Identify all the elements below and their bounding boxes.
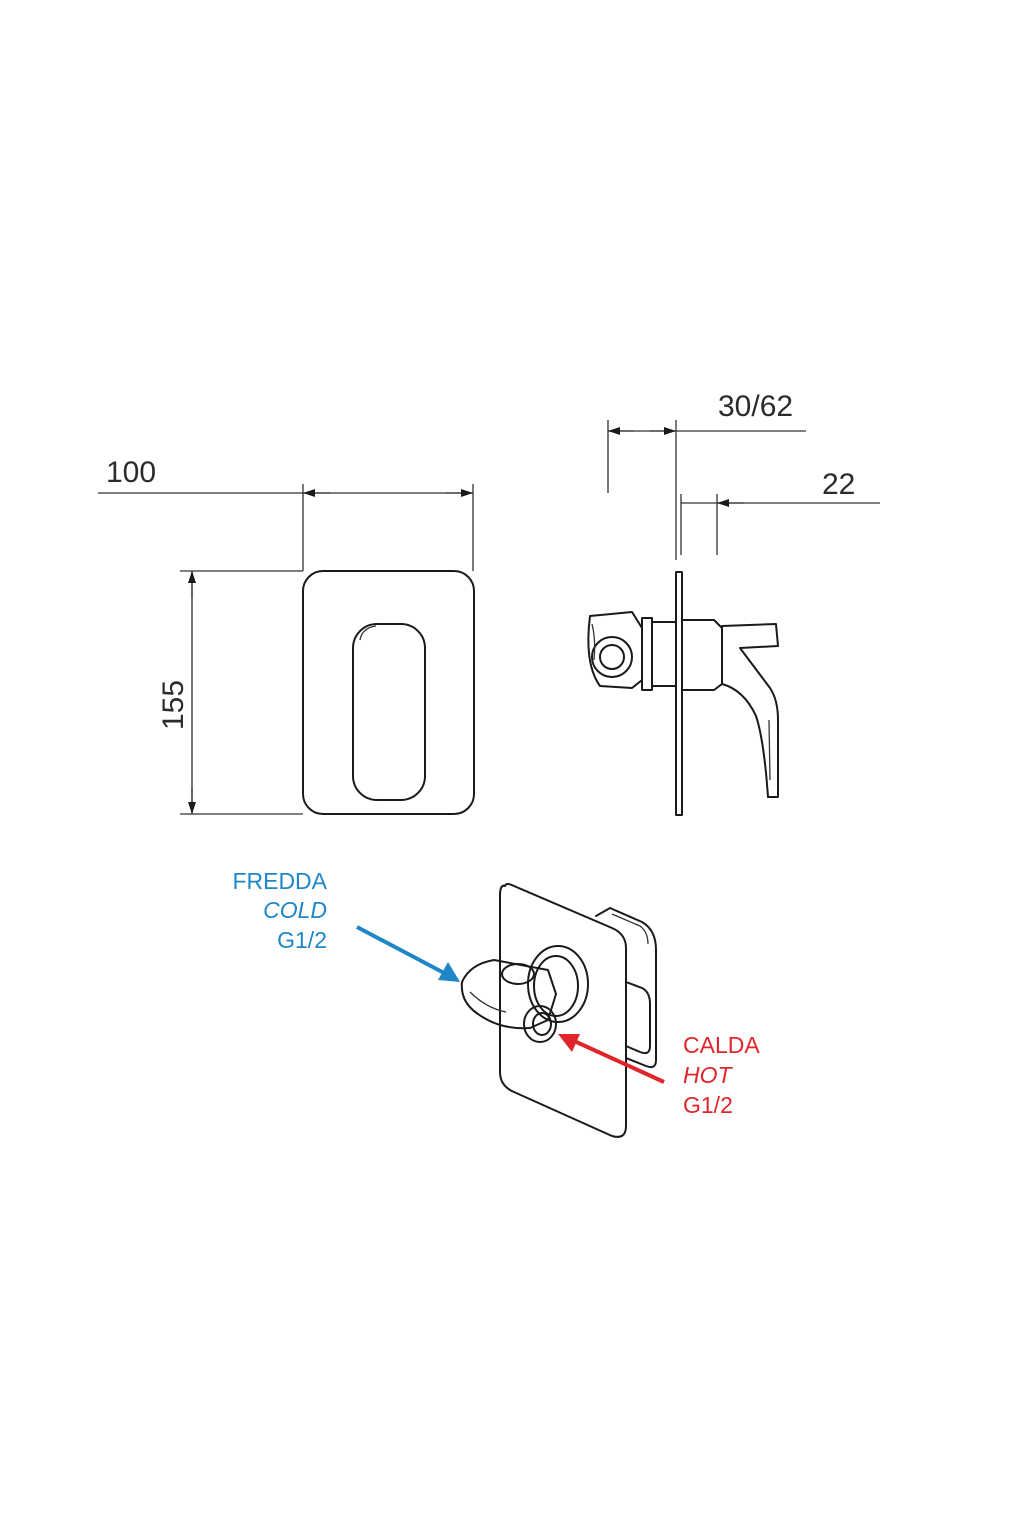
height-dimension-label: 155 — [157, 680, 190, 730]
side-lever-handle — [721, 623, 779, 798]
front-lever-handle — [352, 623, 426, 801]
depth-dimension-label: 30/62 — [718, 390, 793, 423]
hot-thread-size: G1/2 — [683, 1092, 733, 1118]
iso-hot-port — [523, 1005, 557, 1043]
width-dimension-label: 100 — [106, 456, 156, 489]
side-cover-plate — [675, 571, 683, 816]
iso-cover-plate — [499, 883, 627, 1138]
hot-arrow — [571, 1038, 665, 1084]
hot-label-italian: CALDA — [683, 1032, 760, 1058]
iso-inlet-connector — [460, 959, 557, 1043]
cold-label-italian: FREDDA — [232, 868, 327, 894]
cold-inlet-callout: FREDDA COLD G1/2 — [232, 868, 460, 982]
side-view — [587, 571, 779, 816]
cold-label-english: COLD — [263, 897, 327, 923]
iso-lever-handle — [595, 907, 657, 1069]
width-dimension: 100 — [98, 456, 474, 571]
cold-thread-size: G1/2 — [277, 927, 327, 953]
side-inlet-connector — [587, 611, 643, 689]
offset-dimension: 22 — [680, 468, 880, 555]
hot-inlet-callout: CALDA HOT G1/2 — [558, 1032, 760, 1118]
isometric-view — [460, 883, 657, 1138]
offset-dimension-label: 22 — [822, 468, 855, 501]
front-view — [302, 570, 475, 815]
height-dimension: 155 — [157, 570, 303, 815]
cold-arrow — [356, 925, 447, 976]
hot-label-english: HOT — [683, 1062, 734, 1088]
front-cover-plate — [302, 570, 475, 815]
depth-dimension: 30/62 — [607, 390, 806, 560]
